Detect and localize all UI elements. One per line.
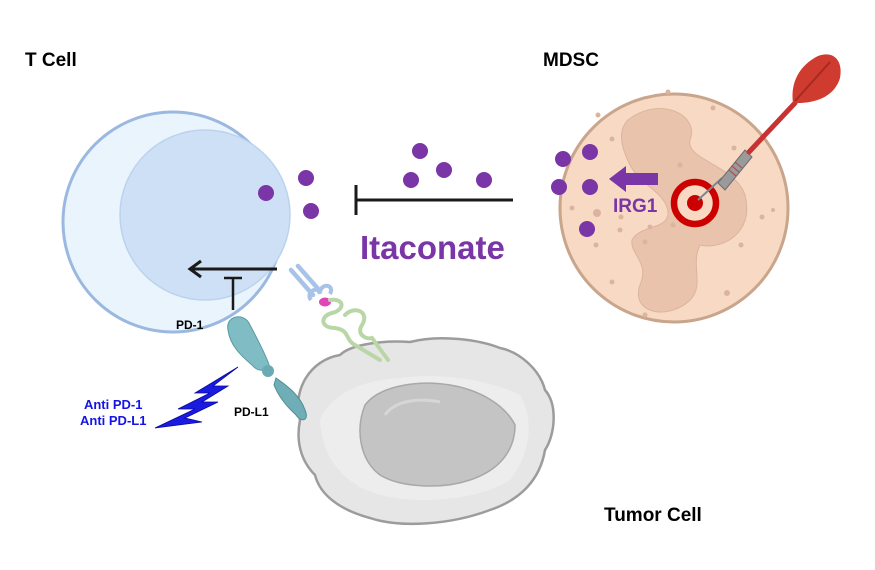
itaconate-molecule	[403, 172, 419, 188]
tumor-cell-label: Tumor Cell	[604, 505, 702, 526]
itaconate-molecule	[412, 143, 428, 159]
pd1-label: PD-1	[176, 318, 204, 332]
inhibition-bar-icon	[354, 185, 513, 215]
mdsc-cell	[551, 54, 841, 324]
t-cell	[61, 110, 319, 334]
dart-icon	[697, 54, 841, 201]
anti-pd1-label: Anti PD-1	[83, 397, 143, 412]
itaconate-molecule	[582, 179, 598, 195]
mdsc-label: MDSC	[543, 50, 599, 71]
lightning-bolt-icon	[154, 366, 239, 429]
itaconate-molecule	[258, 185, 274, 201]
itaconate-molecule	[476, 172, 492, 188]
signal-arrow-icon	[187, 259, 277, 279]
itaconate-molecule	[298, 170, 314, 186]
itaconate-molecule	[582, 144, 598, 160]
itaconate-label: Itaconate	[360, 229, 505, 266]
t-cell-nucleus	[119, 129, 291, 301]
anti-pdl1-label: Anti PD-L1	[80, 413, 147, 428]
drug-labels: Anti PD-1 Anti PD-L1	[80, 397, 146, 429]
pd1-protein	[227, 316, 271, 371]
itaconate-molecule	[436, 162, 452, 178]
pd-binding-site	[262, 365, 274, 377]
inhibition-arrow-icon	[224, 276, 242, 310]
itaconate-molecule	[303, 203, 319, 219]
tumor-cell	[296, 337, 555, 526]
t-cell-label: T Cell	[25, 50, 77, 71]
mhc-molecule	[321, 297, 390, 362]
pdl1-protein	[273, 377, 307, 421]
itaconate-molecule	[579, 221, 595, 237]
tcr-receptor	[288, 263, 334, 307]
pdl1-label: PD-L1	[234, 405, 269, 419]
itaconate-molecule	[551, 179, 567, 195]
itaconate-molecule	[555, 151, 571, 167]
pd1-pdl1-complex	[227, 316, 307, 421]
irg1-arrow-icon	[609, 166, 658, 192]
mdsc-granules	[569, 89, 775, 318]
tumor-nucleus	[359, 382, 516, 487]
antigen	[319, 297, 331, 307]
irg1-label: IRG1	[613, 196, 658, 217]
itaconate-inhibition	[354, 143, 513, 215]
